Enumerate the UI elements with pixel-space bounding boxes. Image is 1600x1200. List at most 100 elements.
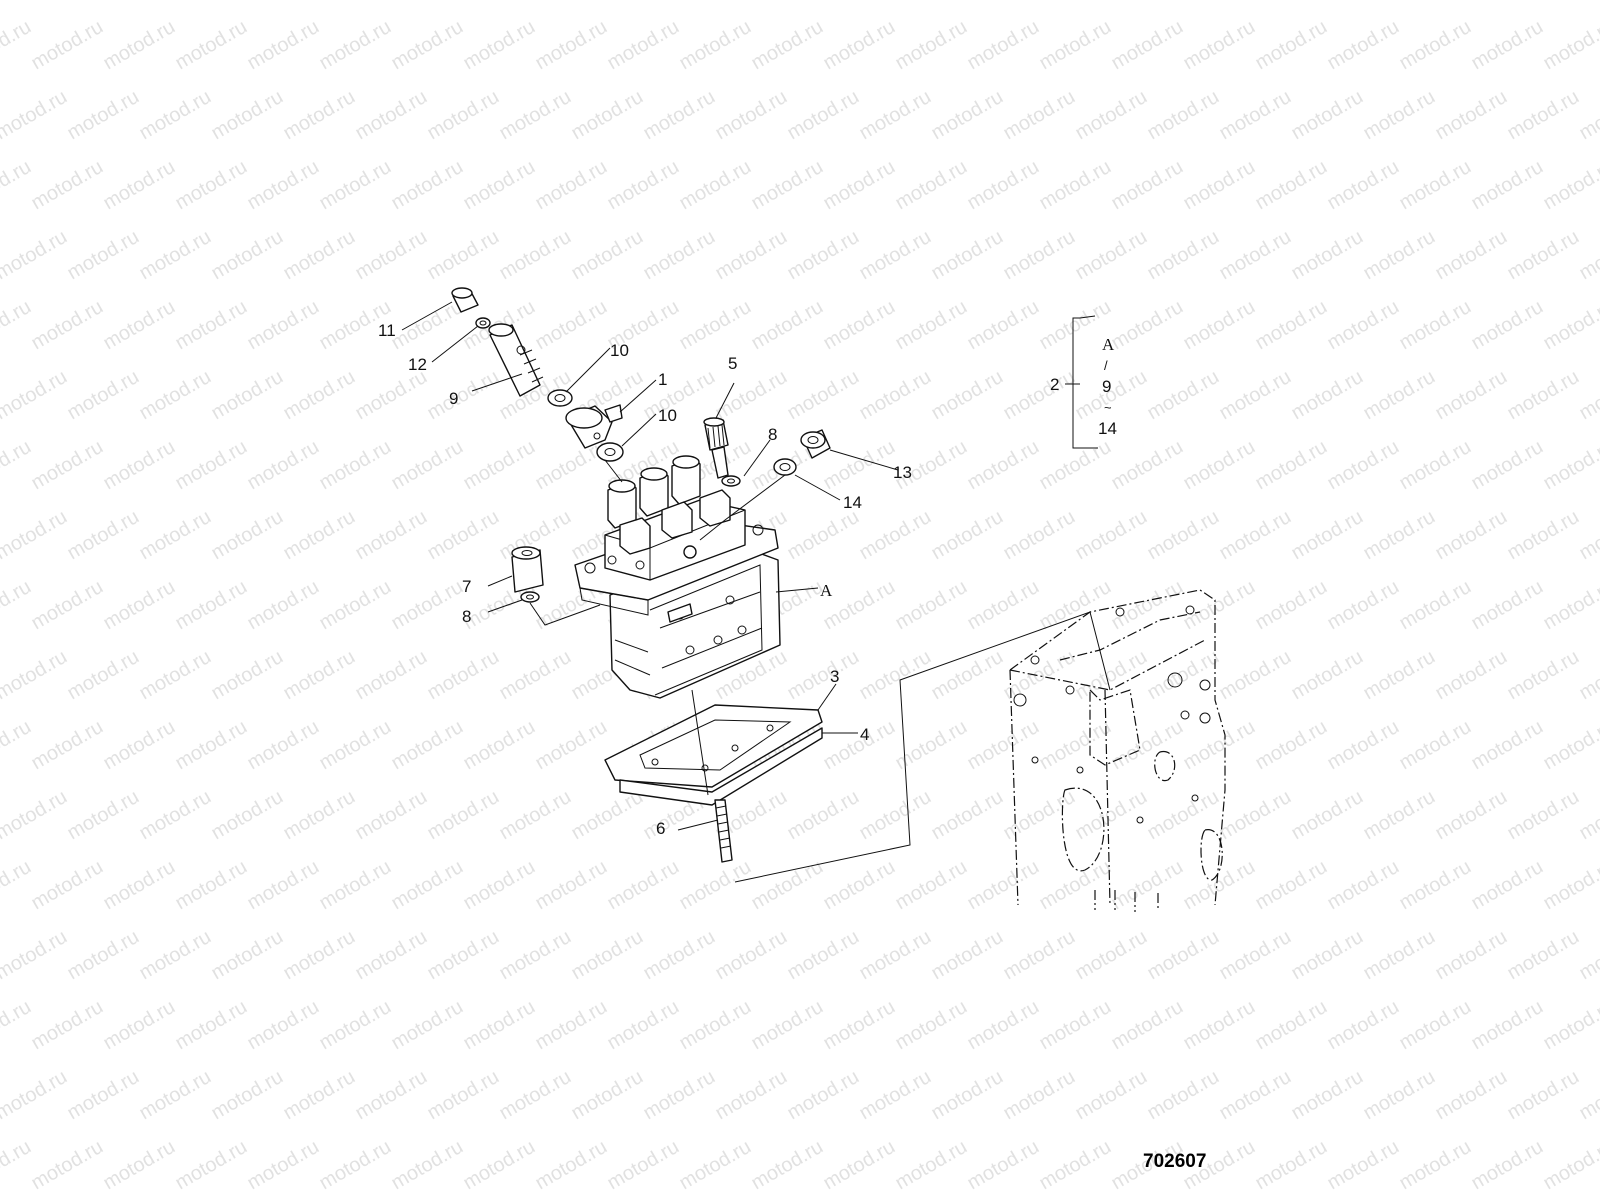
watermark-text: motod.ru bbox=[352, 86, 431, 145]
watermark-text: motod.ru bbox=[1396, 156, 1475, 215]
watermark-text: motod.ru bbox=[1468, 16, 1547, 75]
watermark-text: motod.ru bbox=[1252, 436, 1331, 495]
watermark-text: motod.ru bbox=[316, 436, 395, 495]
watermark-text: motod.ru bbox=[784, 86, 863, 145]
watermark-text: motod.ru bbox=[316, 156, 395, 215]
watermark-text: motod.ru bbox=[1504, 366, 1583, 425]
watermark-text: motod.ru bbox=[1144, 86, 1223, 145]
watermark-text: motod.ru bbox=[784, 506, 863, 565]
callout-5: 5 bbox=[728, 354, 737, 373]
watermark-text: motod.ru bbox=[0, 1136, 35, 1195]
watermark-text: motod.ru bbox=[532, 156, 611, 215]
watermark-text: motod.ru bbox=[532, 856, 611, 915]
watermark-text: motod.ru bbox=[1216, 366, 1295, 425]
watermark-text: motod.ru bbox=[568, 86, 647, 145]
watermark-text: motod.ru bbox=[1000, 0, 1079, 4]
watermark-text: motod.ru bbox=[784, 0, 863, 4]
watermark-text: motod.ru bbox=[532, 716, 611, 775]
watermark-text: motod.ru bbox=[1360, 0, 1439, 4]
stud-bolt bbox=[714, 799, 733, 863]
watermark-text: motod.ru bbox=[0, 716, 35, 775]
watermark-text: motod.ru bbox=[1036, 996, 1115, 1055]
watermark-text: motod.ru bbox=[316, 996, 395, 1055]
watermark-text: motod.ru bbox=[1108, 16, 1187, 75]
watermark-text: motod.ru bbox=[676, 1136, 755, 1195]
watermark-text: motod.ru bbox=[1576, 86, 1600, 145]
watermark-text: motod.ru bbox=[208, 366, 287, 425]
watermark-text: motod.ru bbox=[1144, 0, 1223, 4]
watermark-text: motod.ru bbox=[712, 366, 791, 425]
watermark-text: motod.ru bbox=[532, 996, 611, 1055]
watermark-text: motod.ru bbox=[100, 716, 179, 775]
watermark-text: motod.ru bbox=[568, 0, 647, 4]
watermark-text: motod.ru bbox=[1288, 926, 1367, 985]
watermark-text: motod.ru bbox=[1252, 1136, 1331, 1195]
watermark-text: motod.ru bbox=[1468, 436, 1547, 495]
watermark-text: motod.ru bbox=[928, 1066, 1007, 1125]
watermark-text: motod.ru bbox=[1072, 1066, 1151, 1125]
watermark-text: motod.ru bbox=[388, 576, 467, 635]
watermark-text: motod.ru bbox=[928, 646, 1007, 705]
watermark-text: motod.ru bbox=[1144, 506, 1223, 565]
watermark-text: motod.ru bbox=[280, 86, 359, 145]
watermark-text: motod.ru bbox=[928, 506, 1007, 565]
watermark-text: motod.ru bbox=[1072, 86, 1151, 145]
watermark-text: motod.ru bbox=[0, 856, 35, 915]
watermark-text: motod.ru bbox=[496, 0, 575, 4]
watermark-text: motod.ru bbox=[964, 856, 1043, 915]
watermark-text: motod.ru bbox=[136, 0, 215, 4]
watermark-text: motod.ru bbox=[1432, 226, 1511, 285]
callout-10a: 10 bbox=[610, 341, 629, 360]
watermark-text: motod.ru bbox=[532, 1136, 611, 1195]
watermark-text: motod.ru bbox=[100, 1136, 179, 1195]
watermark-text: motod.ru bbox=[424, 646, 503, 705]
watermark-text: motod.ru bbox=[1036, 716, 1115, 775]
watermark-text: motod.ru bbox=[1252, 996, 1331, 1055]
watermark-text: motod.ru bbox=[1036, 576, 1115, 635]
watermark-text: motod.ru bbox=[1432, 786, 1511, 845]
watermark-text: motod.ru bbox=[1396, 16, 1475, 75]
watermark-text: motod.ru bbox=[1180, 156, 1259, 215]
small-washer bbox=[475, 317, 491, 329]
watermark-text: motod.ru bbox=[0, 0, 71, 4]
watermark-text: motod.ru bbox=[0, 436, 35, 495]
watermark-text: motod.ru bbox=[28, 436, 107, 495]
watermark-text: motod.ru bbox=[172, 856, 251, 915]
watermark-text: motod.ru bbox=[28, 156, 107, 215]
watermark-text: motod.ru bbox=[460, 996, 539, 1055]
watermark-text: motod.ru bbox=[1576, 506, 1600, 565]
watermark-text: motod.ru bbox=[1072, 926, 1151, 985]
watermark-text: motod.ru bbox=[280, 646, 359, 705]
watermark-text: motod.ru bbox=[1072, 506, 1151, 565]
watermark-text: motod.ru bbox=[244, 156, 323, 215]
watermark-text: motod.ru bbox=[280, 0, 359, 4]
watermark-text: motod.ru bbox=[1432, 1066, 1511, 1125]
watermark-text: motod.ru bbox=[64, 366, 143, 425]
watermark-text: motod.ru bbox=[892, 296, 971, 355]
watermark-text: motod.ru bbox=[136, 1066, 215, 1125]
watermark-text: motod.ru bbox=[1360, 366, 1439, 425]
watermark-text: motod.ru bbox=[1360, 506, 1439, 565]
watermark-text: motod.ru bbox=[676, 296, 755, 355]
watermark-text: motod.ru bbox=[244, 576, 323, 635]
watermark-text: motod.ru bbox=[460, 156, 539, 215]
assembly-line-left bbox=[529, 602, 601, 626]
watermark-text: motod.ru bbox=[1288, 506, 1367, 565]
watermark-text: motod.ru bbox=[172, 1136, 251, 1195]
watermark-text: motod.ru bbox=[352, 646, 431, 705]
watermark-text: motod.ru bbox=[1252, 856, 1331, 915]
watermark-text: motod.ru bbox=[532, 16, 611, 75]
watermark-text: motod.ru bbox=[1000, 506, 1079, 565]
watermark-text: motod.ru bbox=[856, 926, 935, 985]
watermark-text: motod.ru bbox=[820, 856, 899, 915]
watermark-text: motod.ru bbox=[0, 366, 71, 425]
watermark-text: motod.ru bbox=[208, 786, 287, 845]
watermark-text: motod.ru bbox=[28, 576, 107, 635]
watermark-text: motod.ru bbox=[352, 0, 431, 4]
watermark-text: motod.ru bbox=[172, 16, 251, 75]
watermark-text: motod.ru bbox=[64, 0, 143, 4]
watermark-text: motod.ru bbox=[1252, 156, 1331, 215]
watermark-text: motod.ru bbox=[1504, 926, 1583, 985]
watermark-text: motod.ru bbox=[568, 1066, 647, 1125]
watermark-text: motod.ru bbox=[100, 296, 179, 355]
